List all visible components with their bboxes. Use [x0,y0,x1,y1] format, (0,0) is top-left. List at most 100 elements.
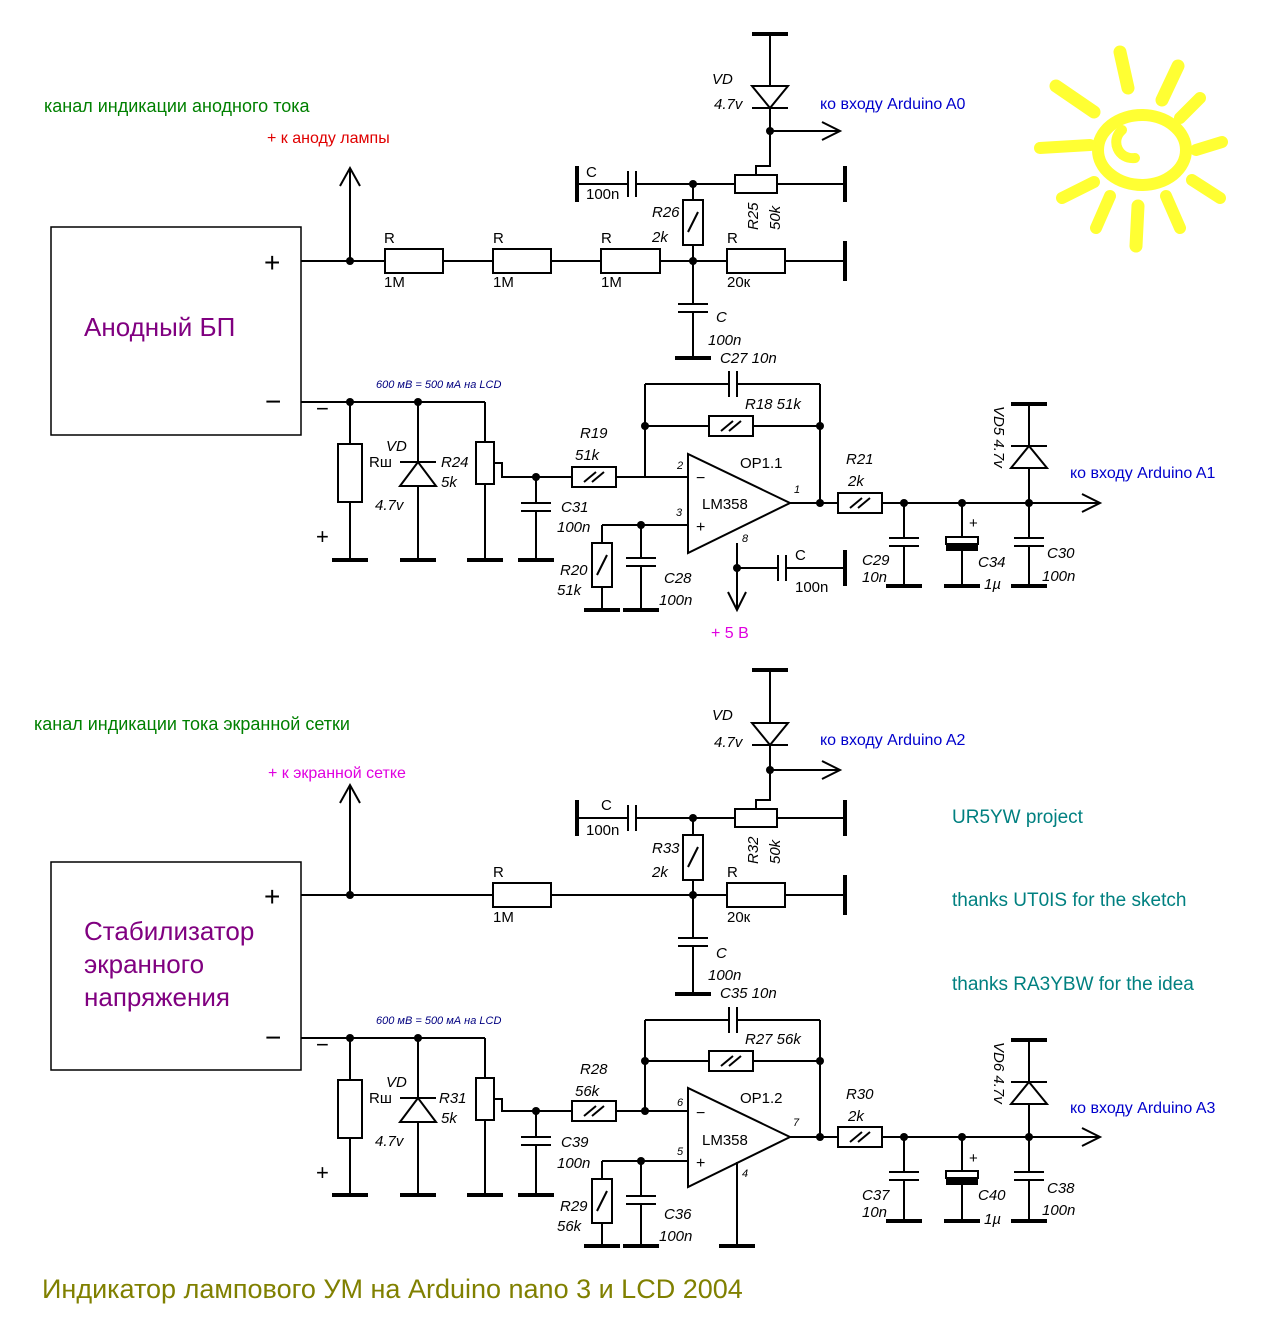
ch2-c36-name: C36 [664,1206,692,1223]
ch2-op-chip: LM358 [702,1132,748,1149]
ch1-vd5: VD5 4.7v [990,406,1007,469]
ch2-note: 600 мВ = 500 мА на LCD [376,1015,501,1027]
ch1-r19-val: 51k [575,447,601,464]
ch1-rsh: Rш [369,454,392,471]
ch1-vd-top-val: 4.7v [714,96,744,113]
ch1-r21-name: R21 [846,451,874,468]
ch1-c30-name: C30 [1047,545,1075,562]
ch2-r32-name: R32 [745,836,762,864]
ch2-arduino-a2: ко входу Arduino A2 [820,732,966,749]
ch1-c28-val: 100n [659,592,692,609]
ch1-r3-name: R [601,230,612,247]
ch1-r24-name: R24 [441,454,469,471]
ch2-psu-line3: напряжения [84,982,230,1012]
ch1-r21-val: 2k [847,473,865,490]
channel-1-wiring [50,32,1103,613]
ch1-r1-name: R [384,230,395,247]
ch1-pin-plus: 3 [676,507,683,519]
ch1-r2-name: R [493,230,504,247]
ch1-psu-label: Анодный БП [84,312,235,342]
ch2-pin-plus: 5 [677,1146,684,1158]
ch1-pin-minus: 2 [676,460,683,472]
ch2-op-name: OP1.2 [740,1090,783,1107]
ch1-c-top-name: C [586,164,597,181]
ch1-r3-val: 1M [601,274,622,291]
ch2-vd-top-val: 4.7v [714,734,744,751]
ch1-shunt-plus: + [316,524,329,549]
ch2-psu-line2: экранного [84,949,204,979]
ch2-screen-label: + к экранной сетке [268,765,406,782]
ch1-psu-minus: − [265,386,281,417]
ch1-c34-name: C34 [978,554,1006,571]
ch2-c38-val: 100n [1042,1202,1075,1219]
ch2-shunt-minus: − [316,1032,329,1057]
ch1-op-minus: − [696,470,705,487]
ch1-r20-val: 51k [557,582,583,599]
ch2-r20k-val: 20к [727,909,751,926]
ch1-c-mid-name: C [716,309,727,326]
ch2-c-top-name: C [601,797,612,814]
ch1-supply: + 5 В [711,625,749,642]
ch1-r20k-val: 20к [727,274,751,291]
ch2-pin-pwr: 4 [742,1168,748,1180]
ch2-r33-val: 2k [651,864,669,881]
ch2-r33-name: R33 [652,840,680,857]
ch1-c29-val: 10n [862,569,887,586]
ch2-c37-val: 10n [862,1204,887,1221]
ch1-r26-name: R26 [652,204,680,221]
credit-project: UR5YW project [952,807,1084,828]
ch1-r20k-name: R [727,230,738,247]
ch1-note: 600 мВ = 500 мА на LCD [376,379,501,391]
ch1-vd-val: 4.7v [375,497,405,514]
ch1-r24-val: 5k [441,474,458,491]
ch1-psu-plus: + [264,247,280,278]
ch2-r30-val: 2k [847,1108,865,1125]
ch2-c40-name: C40 [978,1187,1006,1204]
ch1-r25-name: R25 [745,202,762,230]
ch1-c31-val: 100n [557,519,590,536]
ch2-vd-val: 4.7v [375,1133,405,1150]
ch2-psu-line1: Стабилизатор [84,916,254,946]
ch1-c-pwr-name: C [795,547,806,564]
ch1-c34-val: 1µ [984,576,1001,593]
ch2-op-plus: + [696,1155,705,1172]
ch2-psu-minus: − [265,1022,281,1053]
ch2-r30-name: R30 [846,1086,874,1103]
ch1-r18: R18 51k [745,396,802,413]
ch1-c31-name: C31 [561,499,589,516]
ch1-c-mid-val: 100n [708,332,741,349]
ch2-c39-name: C39 [561,1134,589,1151]
ch1-c29-name: C29 [862,552,890,569]
ch1-r26-val: 2k [651,229,669,246]
ch2-r20k-name: R [727,864,738,881]
screen-psu-box [50,861,302,1071]
ch2-c38-name: C38 [1047,1180,1075,1197]
ch2-r27: R27 56k [745,1031,802,1048]
ch2-vd-top-name: VD [712,707,733,724]
ch2-shunt-plus: + [316,1160,329,1185]
ch2-c39-val: 100n [557,1155,590,1172]
ch2-r28-name: R28 [580,1061,608,1078]
ch1-c28-name: C28 [664,570,692,587]
ch1-op-plus: + [696,519,705,536]
ch1-c-pwr-val: 100n [795,579,828,596]
channel-2-wiring [50,668,1103,1248]
ch2-r1-val: 1M [493,909,514,926]
ch2-c40-plus: + [969,1150,978,1167]
credit-sketch: thanks UT0IS for the sketch [952,890,1186,911]
ch1-op-name: OP1.1 [740,455,783,472]
footer-title: Индикатор лампового УМ на Arduino nano 3… [42,1274,743,1304]
ch2-r29-val: 56k [557,1218,583,1235]
ch2-vd-name: VD [386,1074,407,1091]
ch1-r19-name: R19 [580,425,608,442]
ch2-r31-val: 5k [441,1110,458,1127]
ch2-op-minus: − [696,1105,705,1122]
ch1-c27: C27 10n [720,350,777,367]
ch1-op-chip: LM358 [702,496,748,513]
sun-icon [1034,45,1228,253]
ch2-vd6: VD6 4.7v [990,1042,1007,1105]
ch2-c36-val: 100n [659,1228,692,1245]
ch2-r28-val: 56k [575,1083,601,1100]
